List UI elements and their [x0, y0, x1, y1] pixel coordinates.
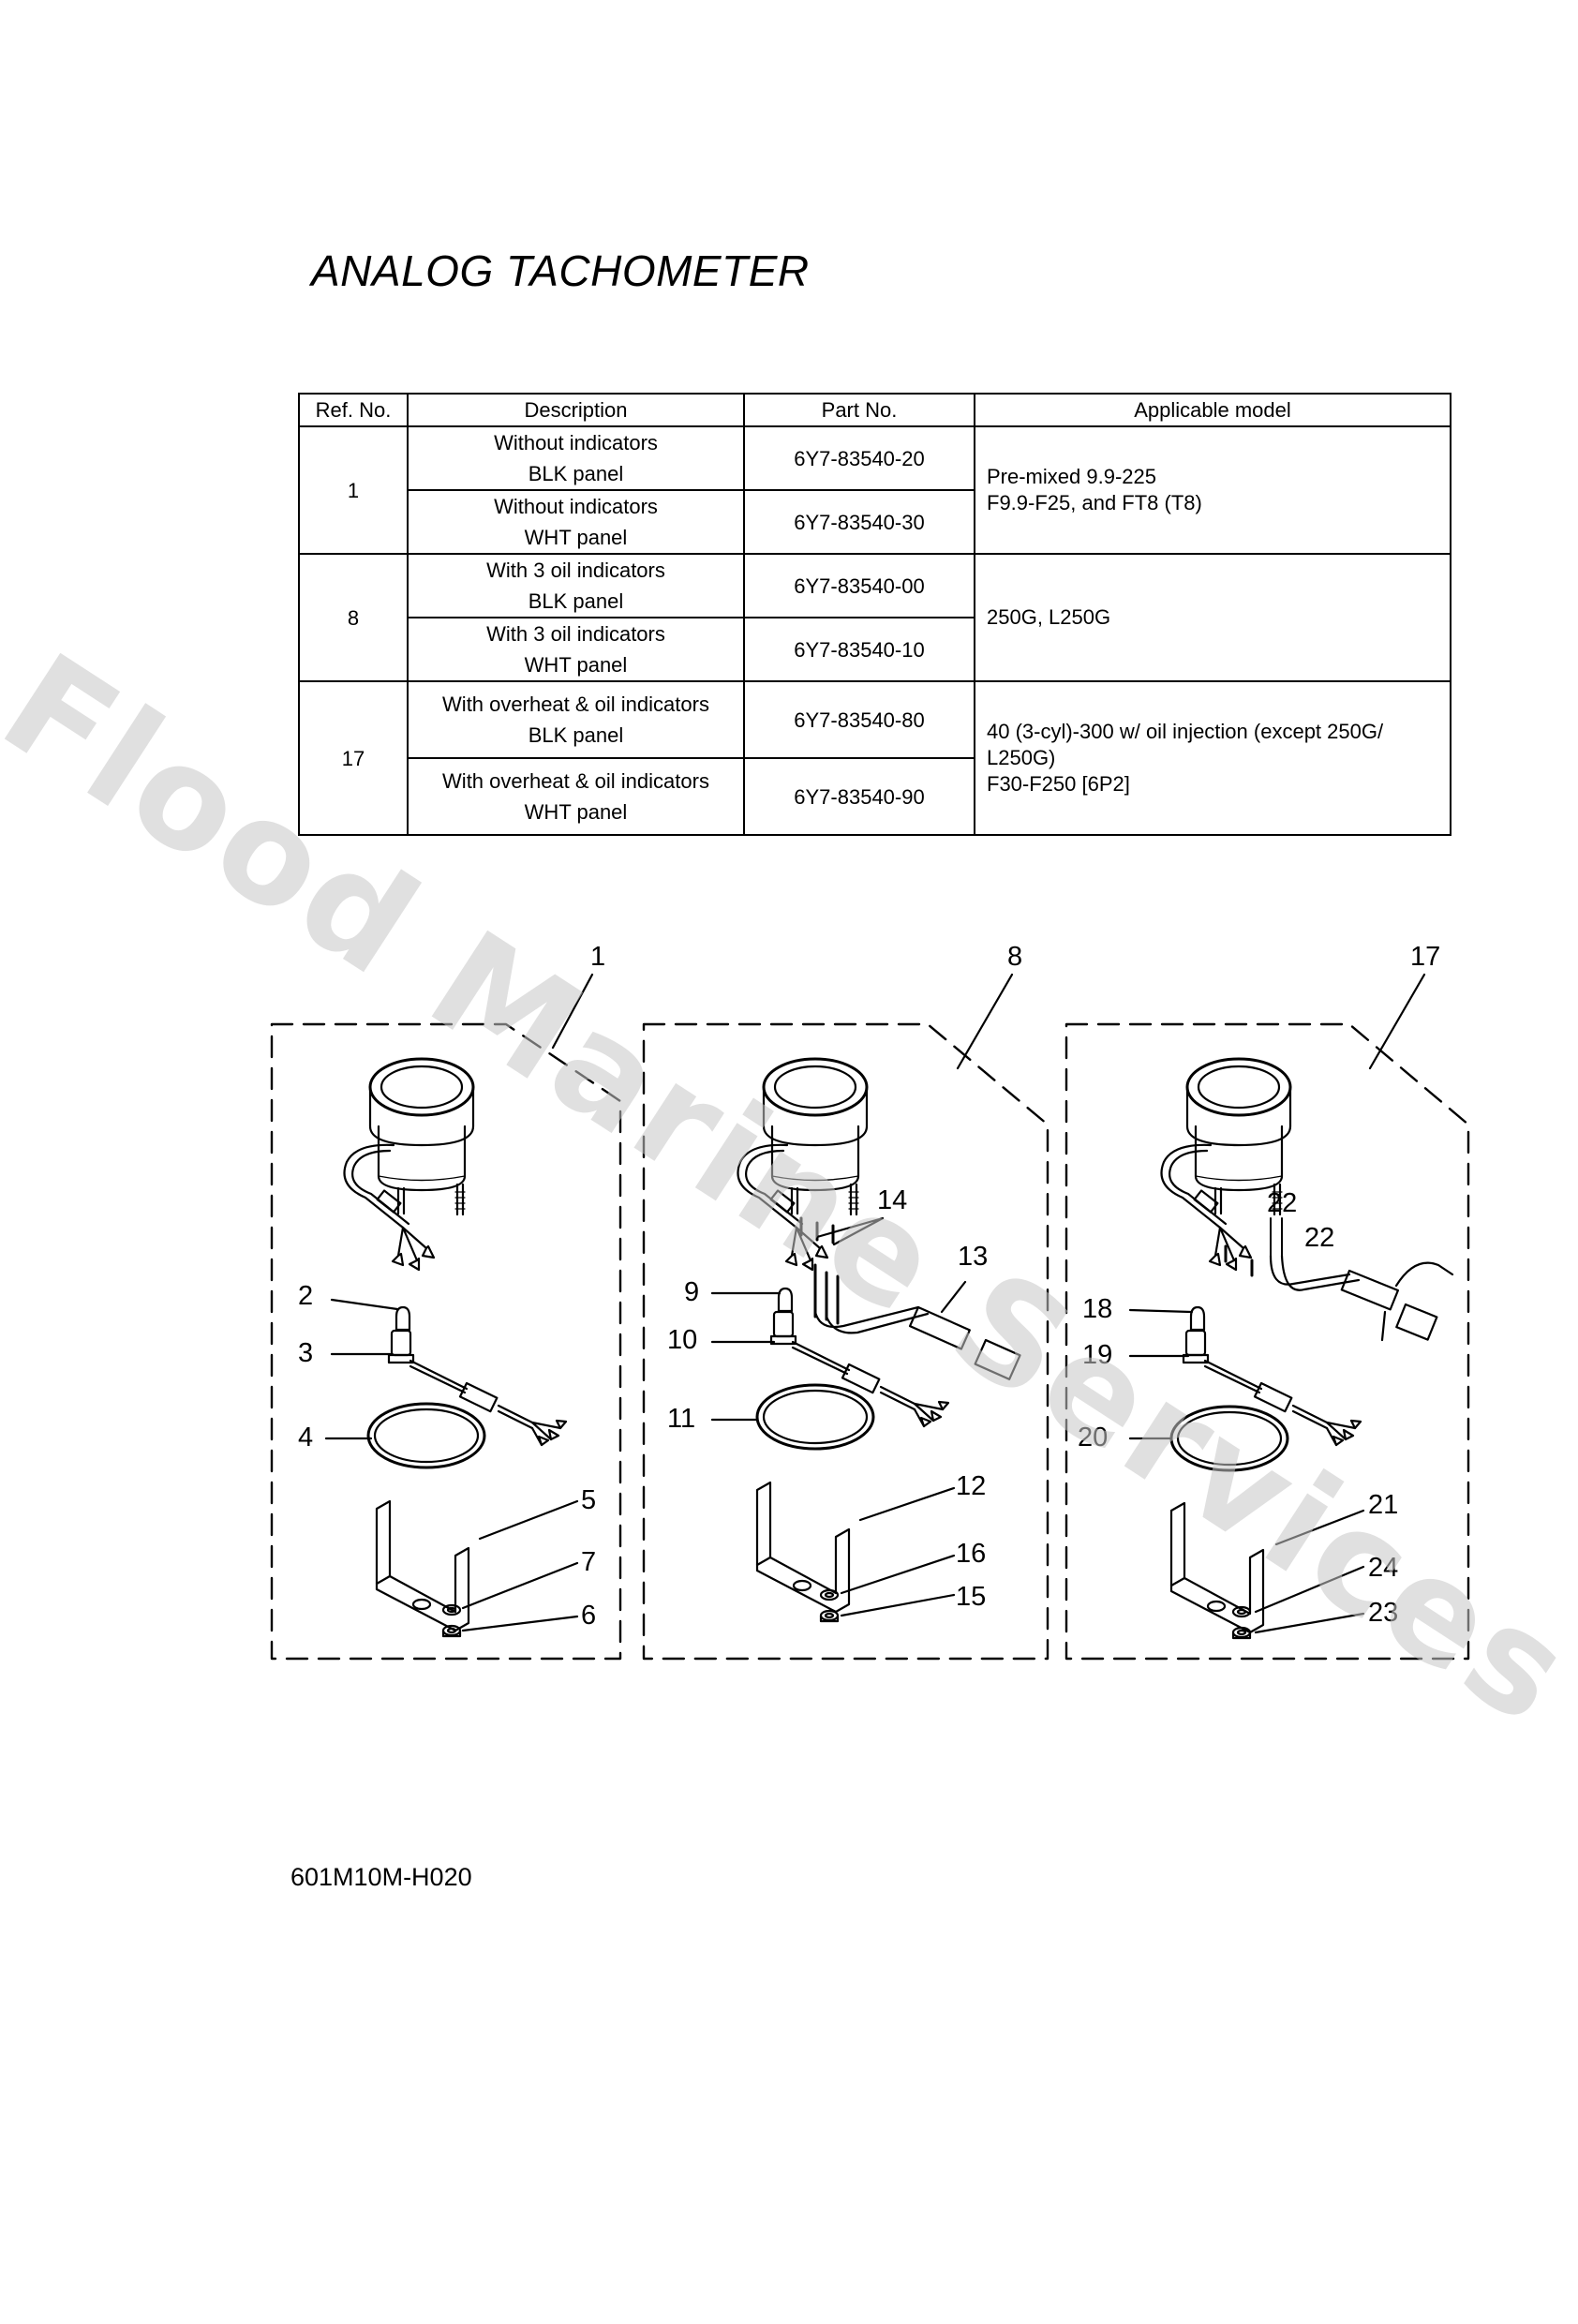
callout-label: 19 — [1082, 1340, 1113, 1370]
col-header-applicable-model: Applicable model — [974, 393, 1451, 427]
description-line: WHT panel — [524, 526, 628, 549]
description-cell: With 3 oil indicators WHT panel — [407, 617, 745, 682]
callout-label: 24 — [1368, 1553, 1399, 1583]
part-number-cell: 6Y7-83540-20 — [743, 425, 975, 491]
description-cell: Without indicators WHT panel — [407, 489, 745, 555]
description-line: Without indicators — [494, 495, 658, 518]
description-cell: With overheat & oil indicators WHT panel — [407, 757, 745, 836]
callout-label: 22 — [1267, 1188, 1298, 1218]
part-number-cell: 6Y7-83540-10 — [743, 617, 975, 682]
model-cell: 40 (3-cyl)-300 w/ oil injection (except … — [974, 680, 1451, 836]
callout-label: 12 — [956, 1471, 987, 1501]
col-header-part-no: Part No. — [743, 393, 975, 427]
callout-label: 3 — [298, 1338, 314, 1368]
description-line: With overheat & oil indicators — [442, 693, 709, 716]
ref-cell: 1 — [298, 425, 409, 555]
callout-label: 5 — [581, 1485, 597, 1515]
callout-label: 15 — [956, 1582, 987, 1612]
model-line: F9.9-F25, and FT8 (T8) — [987, 491, 1202, 514]
table-row: 17 With overheat & oil indicators BLK pa… — [298, 680, 1451, 836]
description-line: WHT panel — [524, 800, 628, 824]
callout-label: 13 — [958, 1242, 989, 1272]
description-cell: With 3 oil indicators BLK panel — [407, 553, 745, 618]
description-line: BLK panel — [528, 589, 624, 613]
part-number-cell: 6Y7-83540-00 — [743, 553, 975, 618]
model-line: F30-F250 [6P2] — [987, 772, 1130, 796]
callout-label: 11 — [667, 1404, 696, 1434]
group-frames — [270, 1022, 1470, 1661]
callout-label: 10 — [667, 1325, 698, 1355]
figure-code: 601M10M-H020 — [290, 1863, 472, 1891]
callout-label: 16 — [956, 1539, 987, 1569]
table-row: 8 With 3 oil indicators BLK panel 6Y7-83… — [298, 553, 1451, 682]
description-cell: With overheat & oil indicators BLK panel — [407, 680, 745, 759]
callout-label: 6 — [581, 1601, 597, 1631]
callout-label: 7 — [581, 1547, 597, 1577]
col-header-description: Description — [407, 393, 745, 427]
callout-label: 4 — [298, 1423, 314, 1452]
model-cell: 250G, L250G — [974, 553, 1451, 682]
callout-label: 2 — [298, 1281, 314, 1311]
callout-label: 20 — [1078, 1423, 1109, 1452]
description-line: With 3 oil indicators — [486, 559, 665, 582]
callout-label: 9 — [684, 1277, 700, 1307]
table-row: With overheat & oil indicators WHT panel… — [299, 757, 1451, 836]
model-line: Pre-mixed 9.9-225 — [987, 465, 1156, 488]
description-line: BLK panel — [528, 462, 624, 485]
description-line: WHT panel — [524, 653, 628, 677]
model-line: L250G) — [987, 746, 1056, 769]
callout-label: 23 — [1368, 1598, 1399, 1628]
callout-label: 14 — [877, 1185, 908, 1215]
ref-cell: 17 — [298, 680, 409, 836]
table-row: With 3 oil indicators WHT panel 6Y7-8354… — [299, 617, 1451, 682]
part-number-cell: 6Y7-83540-80 — [743, 680, 975, 759]
part-number-cell: 6Y7-83540-90 — [743, 757, 975, 836]
description-line: Without indicators — [494, 431, 658, 454]
model-line: 40 (3-cyl)-300 w/ oil injection (except … — [987, 720, 1384, 743]
callout-label: 22 — [1304, 1223, 1335, 1253]
table-header-row: Ref. No. Description Part No. Applicable… — [298, 393, 1451, 427]
description-line: With 3 oil indicators — [486, 622, 665, 646]
callout-label: 17 — [1410, 942, 1441, 972]
description-line: BLK panel — [528, 723, 624, 747]
table-row: Without indicators WHT panel 6Y7-83540-3… — [299, 489, 1451, 555]
col-header-ref: Ref. No. — [298, 393, 409, 427]
page-title: ANALOG TACHOMETER — [311, 246, 810, 295]
callout-label: 8 — [1007, 942, 1023, 972]
table-row: 1 Without indicators BLK panel 6Y7-83540… — [298, 425, 1451, 555]
callout-label: 21 — [1368, 1490, 1399, 1520]
description-line: With overheat & oil indicators — [442, 769, 709, 793]
callout-label: 1 — [590, 942, 606, 972]
description-cell: Without indicators BLK panel — [407, 425, 745, 491]
ref-cell: 8 — [298, 553, 409, 682]
part-number-cell: 6Y7-83540-30 — [743, 489, 975, 555]
callout-label: 18 — [1082, 1294, 1113, 1324]
model-line: 250G, L250G — [987, 605, 1111, 629]
parts-table: Ref. No. Description Part No. Applicable… — [298, 393, 1451, 836]
model-cell: Pre-mixed 9.9-225 F9.9-F25, and FT8 (T8) — [974, 425, 1451, 555]
